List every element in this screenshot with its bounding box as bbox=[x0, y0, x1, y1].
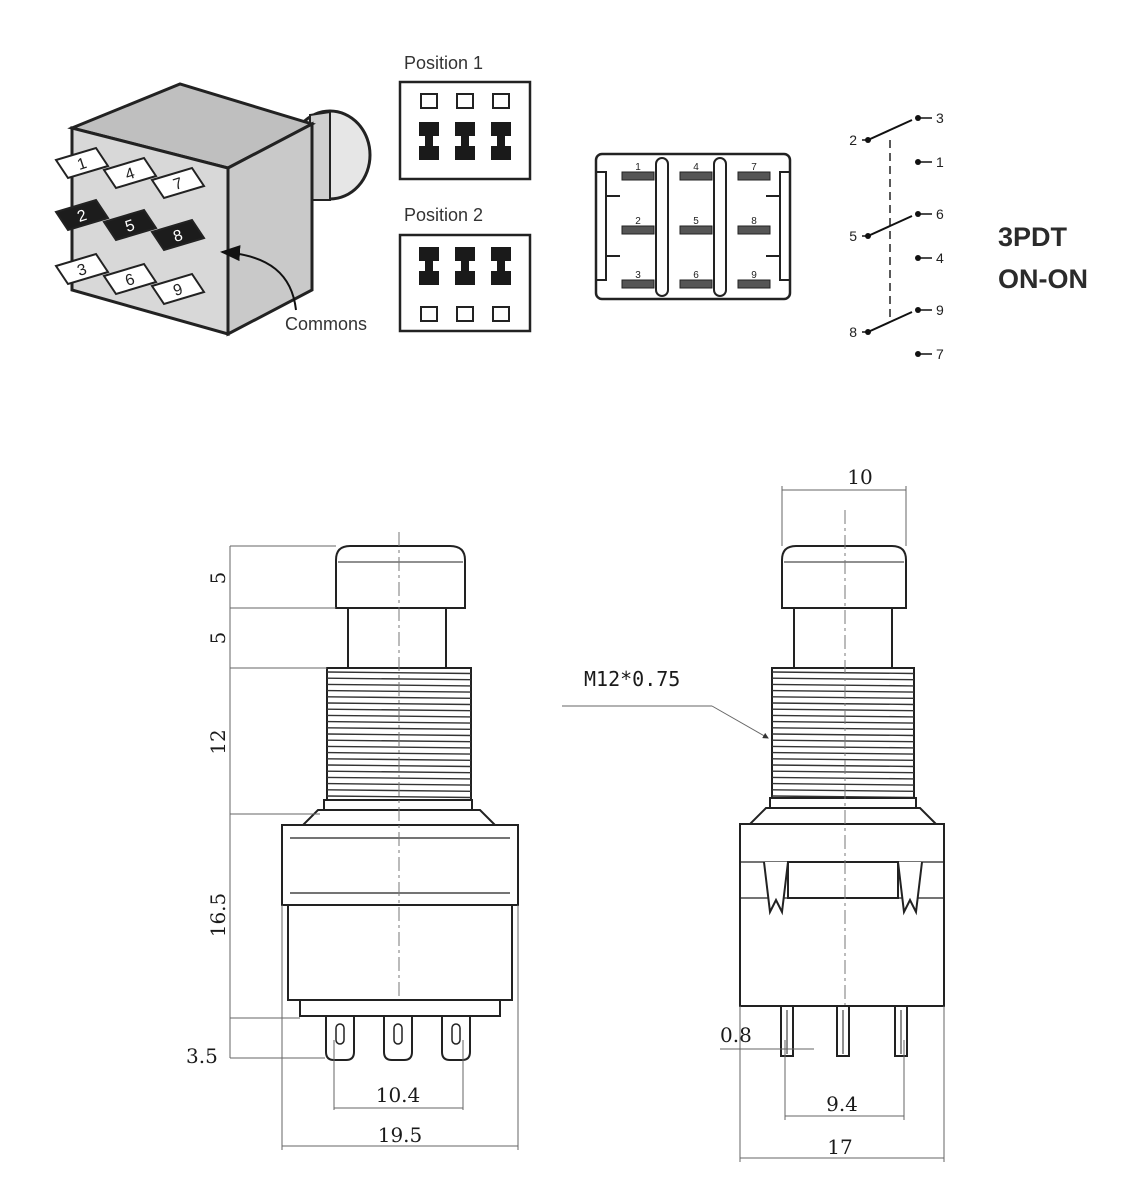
dim-pin-spacing-left: 10.4 bbox=[376, 1083, 421, 1107]
solder-lug bbox=[325, 1015, 355, 1061]
lug-8: 8 bbox=[150, 218, 206, 252]
pole-common-label: 8 bbox=[849, 324, 857, 340]
isometric-switch-view: 147 258 369 Commons bbox=[54, 82, 372, 337]
side-pin bbox=[836, 1005, 850, 1057]
switch-mode-label: ON-ON bbox=[998, 264, 1088, 294]
side-dimension-lines bbox=[562, 486, 945, 1162]
pin-layout-bottom-view: 1 4 7 2 5 8 3 6 9 bbox=[594, 152, 792, 301]
lug-1: 1 bbox=[54, 146, 110, 180]
pin-6: 6 bbox=[679, 270, 713, 289]
dim-body-height: 16.5 bbox=[206, 893, 230, 938]
position-diagrams: Position 1 Position 2 bbox=[398, 53, 532, 333]
dim-body-width-right: 17 bbox=[827, 1135, 852, 1159]
pole-common-label: 5 bbox=[849, 228, 857, 244]
front-dimension-drawing bbox=[281, 532, 519, 1061]
lug-5: 5 bbox=[102, 208, 158, 242]
pole-lower-label: 1 bbox=[936, 154, 944, 170]
pole-lower-label: 7 bbox=[936, 346, 944, 362]
pole-upper-label: 6 bbox=[936, 206, 944, 222]
front-dimension-text: 5 5 12 16.5 3.5 10.4 19.5 bbox=[186, 572, 422, 1147]
pin-label: 9 bbox=[751, 270, 757, 281]
pin-7: 7 bbox=[737, 162, 771, 181]
open-contact bbox=[492, 93, 510, 109]
closed-contact-pair bbox=[419, 122, 439, 160]
switch-schematic: 2 3 1 5 6 4 8 9 7 bbox=[849, 110, 944, 362]
pin-4: 4 bbox=[679, 162, 713, 181]
open-contact bbox=[420, 93, 438, 109]
lug-4: 4 bbox=[102, 156, 158, 190]
pin-label: 3 bbox=[635, 270, 641, 281]
dim-neck-height: 5 bbox=[206, 632, 230, 645]
dim-body-width-left: 19.5 bbox=[378, 1123, 423, 1147]
lug-2: 2 bbox=[54, 198, 110, 232]
open-contact bbox=[456, 93, 474, 109]
pin-label: 7 bbox=[751, 162, 757, 173]
pole-2: 2 3 1 bbox=[849, 110, 944, 170]
dim-thread-spec: M12*0.75 bbox=[584, 667, 680, 691]
lug-7: 7 bbox=[150, 166, 206, 200]
pin-2: 2 bbox=[621, 216, 655, 235]
front-dimension-lines bbox=[229, 545, 519, 1150]
closed-contact-pair bbox=[419, 247, 439, 285]
closed-contact-pair bbox=[455, 247, 475, 285]
position-2-label: Position 2 bbox=[404, 205, 483, 225]
pin-label: 4 bbox=[693, 162, 699, 173]
pole-5: 5 6 4 bbox=[849, 206, 944, 266]
pole-8: 8 9 7 bbox=[849, 302, 944, 362]
closed-contact-pair bbox=[455, 122, 475, 160]
side-dimension-text: 10 M12*0.75 0.8 9.4 17 bbox=[584, 465, 873, 1159]
solder-lug bbox=[383, 1015, 413, 1061]
pin-8: 8 bbox=[737, 216, 771, 235]
dim-cap-height: 5 bbox=[206, 572, 230, 585]
pin-label: 8 bbox=[751, 216, 757, 227]
dim-pin-thickness: 0.8 bbox=[720, 1023, 752, 1047]
pin-label: 2 bbox=[635, 216, 641, 227]
pole-upper-label: 9 bbox=[936, 302, 944, 318]
side-pin bbox=[780, 1005, 794, 1057]
commons-label: Commons bbox=[285, 314, 367, 334]
closed-contact-pair bbox=[491, 122, 511, 160]
side-dimension-drawing bbox=[739, 510, 945, 1057]
pole-upper-label: 3 bbox=[936, 110, 944, 126]
pin-label: 1 bbox=[635, 162, 641, 173]
position-1-label: Position 1 bbox=[404, 53, 483, 73]
side-pin bbox=[894, 1005, 908, 1057]
lug-9: 9 bbox=[150, 272, 206, 306]
pin-1: 1 bbox=[621, 162, 655, 181]
closed-contact-pair bbox=[491, 247, 511, 285]
open-contact bbox=[420, 306, 438, 322]
dim-pin-spacing-right: 9.4 bbox=[826, 1092, 858, 1116]
pin-5: 5 bbox=[679, 216, 713, 235]
dim-thread-height: 12 bbox=[206, 729, 230, 754]
pin-label: 6 bbox=[693, 270, 699, 281]
pin-3: 3 bbox=[621, 270, 655, 289]
pin-label: 5 bbox=[693, 216, 699, 227]
lug-3: 3 bbox=[54, 252, 110, 286]
open-contact bbox=[492, 306, 510, 322]
dim-cap-width: 10 bbox=[847, 465, 872, 489]
pin-9: 9 bbox=[737, 270, 771, 289]
solder-lug bbox=[441, 1015, 471, 1061]
switch-type-label: 3PDT bbox=[998, 222, 1068, 252]
lug-6: 6 bbox=[102, 262, 158, 296]
open-contact bbox=[456, 306, 474, 322]
dim-pin-length: 3.5 bbox=[186, 1044, 218, 1068]
pole-lower-label: 4 bbox=[936, 250, 944, 266]
pole-common-label: 2 bbox=[849, 132, 857, 148]
